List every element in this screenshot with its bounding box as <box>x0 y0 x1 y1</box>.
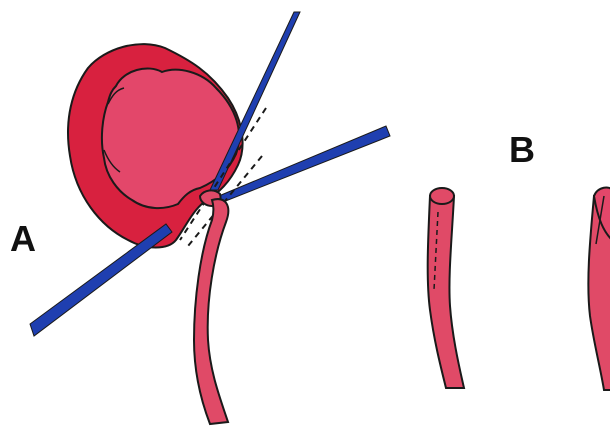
panel-label-a: A <box>10 221 36 257</box>
panel-label-b: B <box>509 132 535 168</box>
lower-blade <box>30 224 172 336</box>
vessel-segment <box>428 196 464 388</box>
vessel-end <box>430 188 454 204</box>
